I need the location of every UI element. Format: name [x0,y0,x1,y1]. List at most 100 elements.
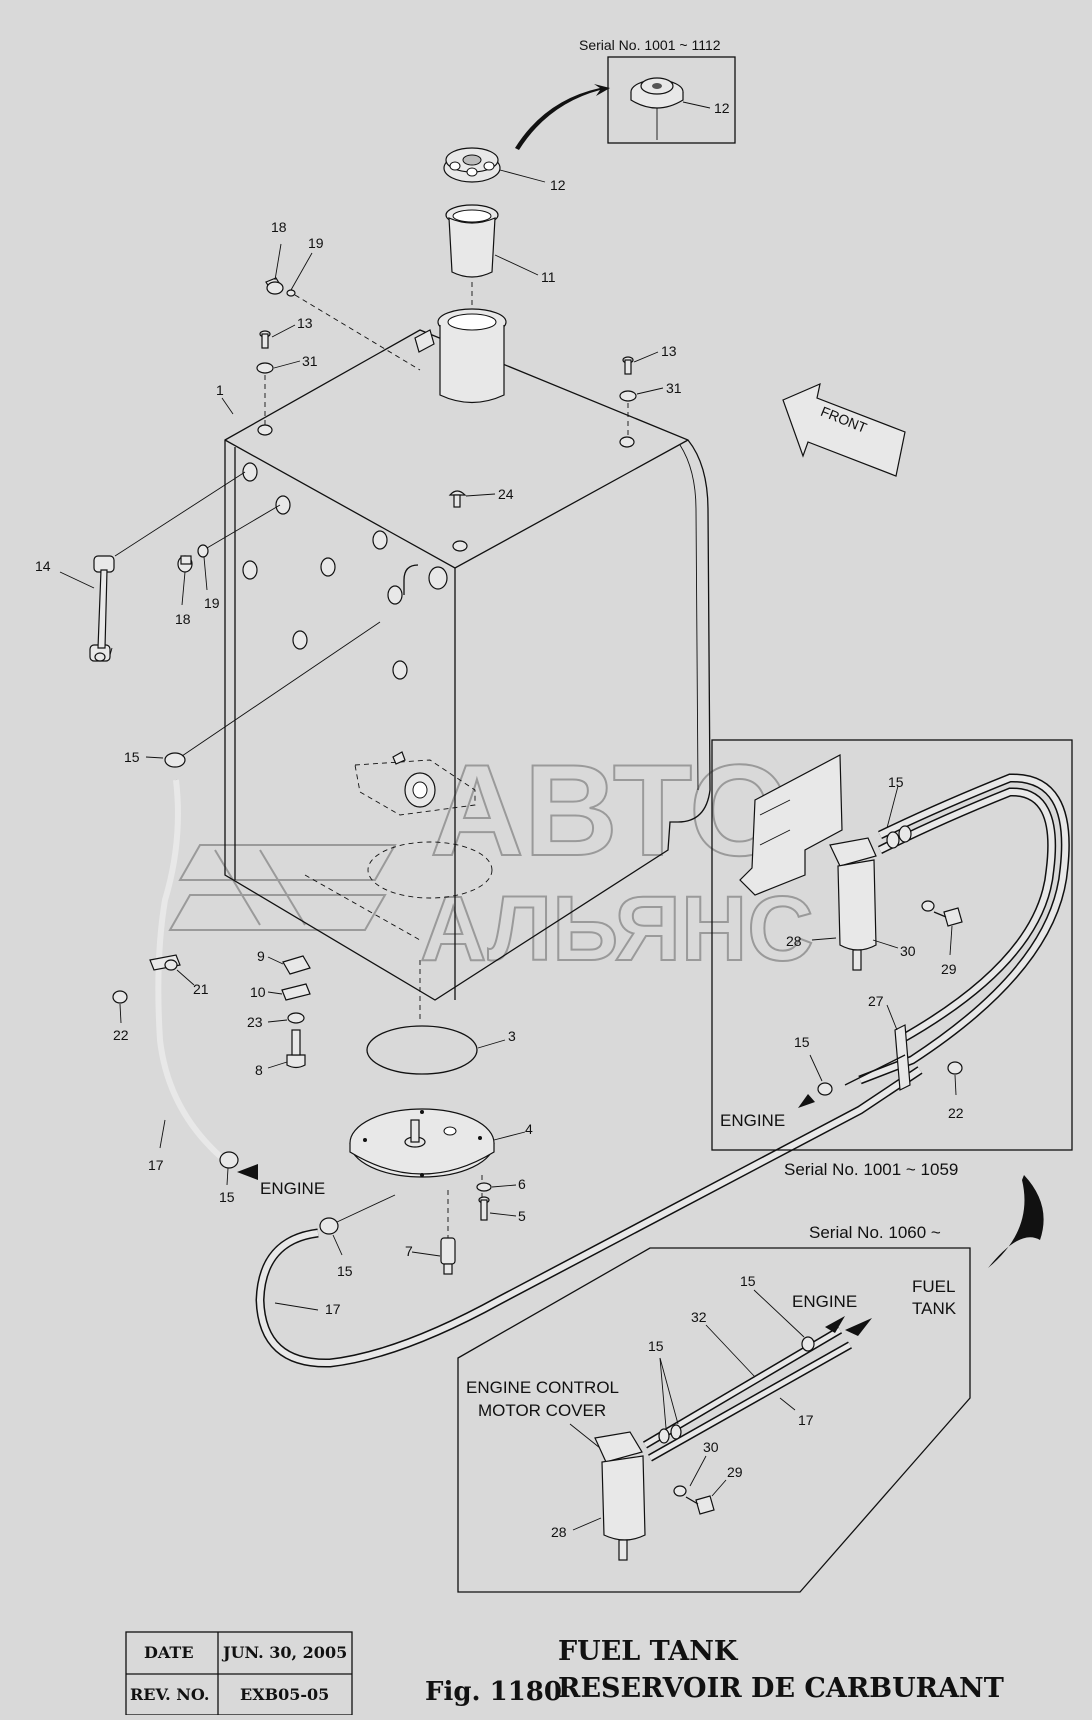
callout-18-top: 18 [271,219,287,235]
bolt-29-bottom [685,1495,715,1515]
callout-15-supply: 15 [337,1263,353,1279]
callout-30-mid: 30 [900,943,916,959]
sender-plate [349,1108,495,1178]
watermark-line1: АВТО [430,737,790,883]
callout-17-bottom: 17 [798,1412,814,1428]
callout-15-lower-left: 15 [219,1189,235,1205]
callout-15-mid: 15 [794,1034,810,1050]
plug-18-top [265,277,284,295]
callout-6: 6 [518,1176,526,1192]
washer-30-bottom [673,1485,687,1497]
callout-15-bottom-top: 15 [740,1273,756,1289]
callout-12-alt: 12 [714,100,730,116]
nut-22-left [112,990,128,1004]
revision-table: DATE JUN. 30, 2005 REV. NO. EXB05-05 [125,1631,353,1716]
callout-10: 10 [250,984,266,1000]
watermark-line2: АЛЬЯНС [420,878,814,980]
callout-24: 24 [498,486,514,502]
clip-21 [149,954,181,971]
clamp-9 [282,955,311,975]
callout-29-mid: 29 [941,961,957,977]
fitting-7 [440,1190,456,1275]
watermark: АВТО АЛЬЯНС [168,736,815,981]
long-supply-hose [255,1066,923,1368]
date-label: DATE [144,1643,194,1662]
plug-24 [448,490,467,508]
engine-arrow-left [237,1164,258,1180]
clamp-10 [281,983,311,1001]
watermark-logo [168,844,397,931]
callout-17-left: 17 [148,1157,164,1173]
filler-cap [443,147,501,183]
arrow-top-curve [515,84,610,150]
callout-17-supply: 17 [325,1301,341,1317]
washer-31-left [256,362,274,374]
serial-bottom-label: Serial No. 1060 ~ [809,1223,941,1242]
engine-control-label-2: MOTOR COVER [478,1401,606,1420]
callout-29-bottom: 29 [727,1464,743,1480]
callout-15-mid-top: 15 [888,774,904,790]
plug-18-side [177,555,193,573]
engine-control-label-1: ENGINE CONTROL [466,1378,619,1397]
callout-4: 4 [525,1121,533,1137]
callout-9: 9 [257,948,265,964]
o-ring-19-side [197,544,209,558]
callout-3: 3 [508,1028,516,1044]
gasket-o-ring [366,1025,478,1075]
callout-22-mid: 22 [948,1105,964,1121]
arrow-mid-curve [988,1175,1044,1268]
callout-12: 12 [550,177,566,193]
bolt-29-mid [933,907,963,927]
callout-30-bottom: 30 [703,1439,719,1455]
figure-number: Fig. 1180 [425,1677,562,1707]
serial-box-bottom: ENGINE CONTROL MOTOR COVER ENGINE FUEL T… [457,1247,971,1593]
callout-5: 5 [518,1208,526,1224]
callout-19-top: 19 [308,235,324,251]
callout-11: 11 [541,269,556,285]
serial-box-mid: 15 28 30 29 27 22 15 ENGINE [711,739,1073,1151]
serial-mid-frame [711,739,1073,1151]
level-gauge [89,555,115,662]
engine-label-mid: ENGINE [720,1111,785,1130]
callout-7: 7 [405,1243,413,1259]
bolt-13-right [622,356,634,375]
fuel-tank-body [224,308,711,1020]
washer-6 [476,1182,492,1192]
callout-28-mid: 28 [786,933,802,949]
filter-head-mid [829,837,877,971]
engine-label-bottom: ENGINE [792,1292,857,1311]
o-ring-19-top [286,289,296,297]
clip-27 [844,1024,911,1091]
callout-32: 32 [691,1309,707,1325]
figure-title-fr: RESERVOIR DE CARBURANT [558,1673,1004,1704]
callout-31-left: 31 [302,353,318,369]
washer-31-right [619,390,637,402]
callout-22-left: 22 [113,1027,129,1043]
serial-mid-label: Serial No. 1001 ~ 1059 [784,1160,958,1179]
callout-27: 27 [868,993,884,1009]
filler-cap-alt [630,77,684,140]
callout-28-bottom: 28 [551,1524,567,1540]
figure-title-en: FUEL TANK [558,1636,739,1667]
callout-14: 14 [35,558,51,574]
callout-18-side: 18 [175,611,191,627]
fuel-tank-label-2: TANK [912,1299,957,1318]
serial-bottom-frame [457,1247,971,1593]
date-value: JUN. 30, 2005 [221,1643,347,1662]
callout-15-upper-left: 15 [124,749,140,765]
front-arrow: FRONT [782,382,906,477]
fuel-tank-label-1: FUEL [912,1277,955,1296]
bolt-13-left [259,330,271,349]
clamp-15-mid [817,1082,833,1096]
callout-1: 1 [216,382,224,398]
engine-arrow-mid [798,1094,815,1108]
washer-23 [287,1012,305,1024]
nut-22-mid [947,1061,963,1075]
fuel-strainer [445,204,499,278]
washer-30-mid [921,900,935,912]
engine-label-left: ENGINE [260,1179,325,1198]
callout-8: 8 [255,1062,263,1078]
callout-19-side: 19 [204,595,220,611]
rev-label: REV. NO. [130,1685,209,1704]
